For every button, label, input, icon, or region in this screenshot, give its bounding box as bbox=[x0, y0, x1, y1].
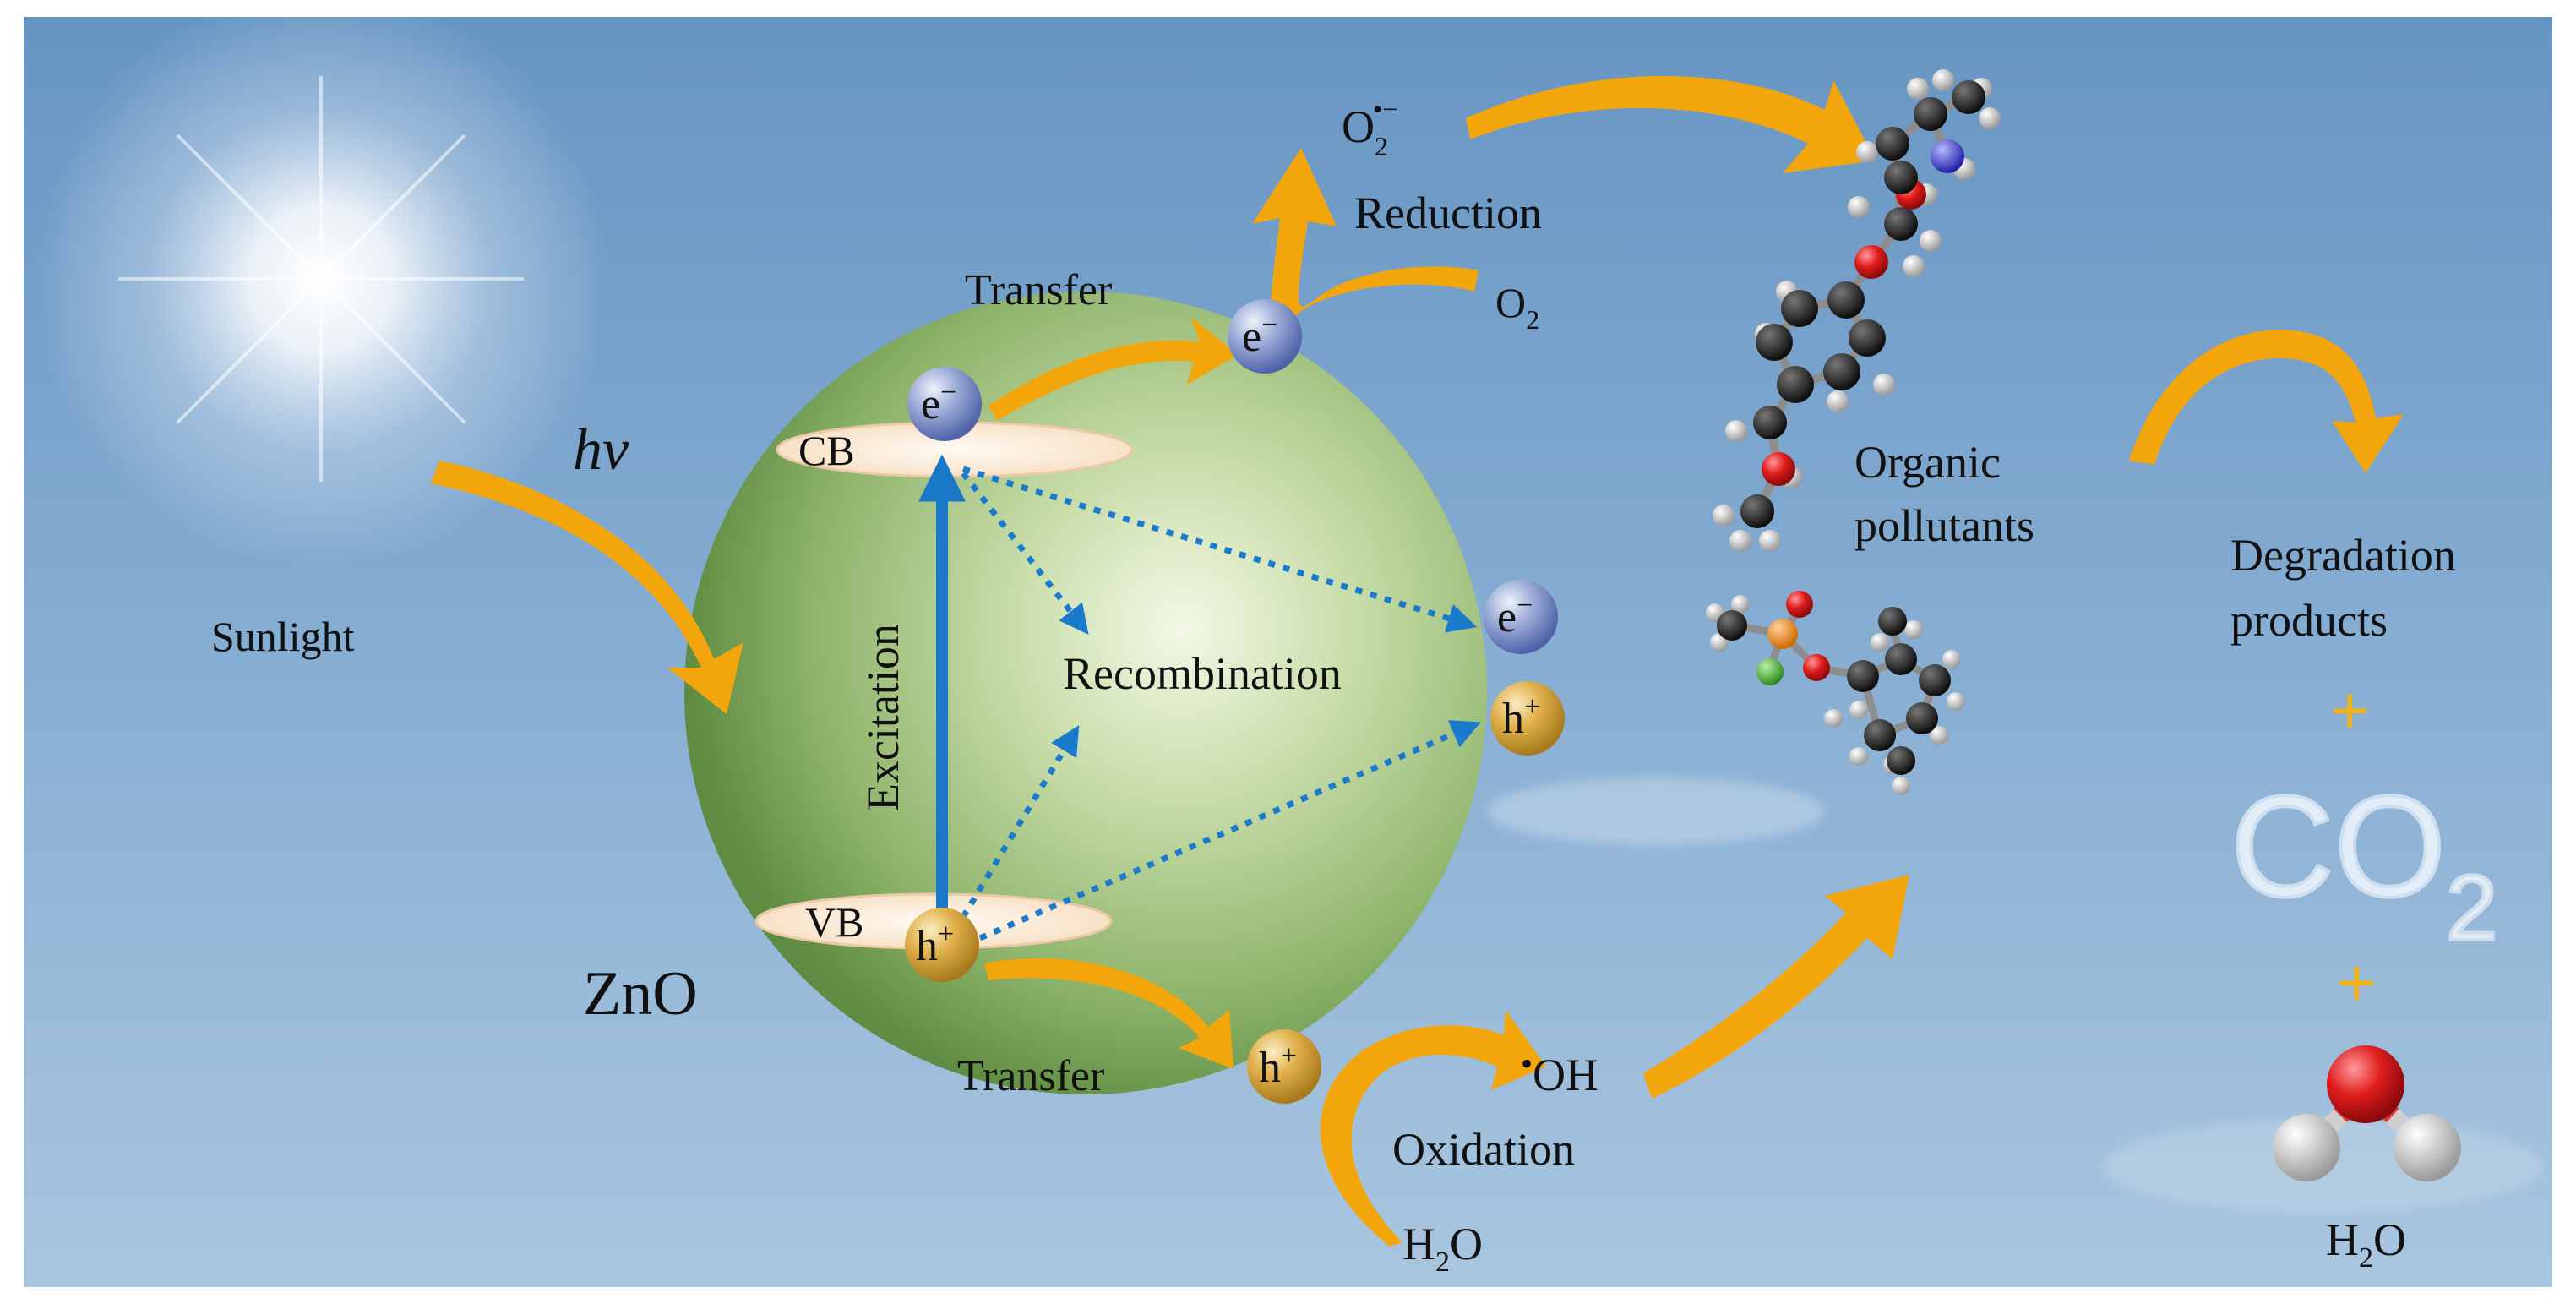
transfer-bottom-label: Transfer bbox=[957, 1052, 1104, 1100]
cloud-shape bbox=[1487, 777, 1825, 845]
electron-label: e− bbox=[1497, 590, 1533, 641]
oxidation-label: Oxidation bbox=[1392, 1124, 1575, 1175]
orange-arrows bbox=[431, 76, 2404, 1247]
water-molecule-icon bbox=[2273, 1045, 2461, 1181]
hole-ball bbox=[1490, 681, 1565, 756]
organic-pollutant-molecule-icon bbox=[1706, 591, 1965, 795]
hole-ball bbox=[905, 908, 979, 982]
organic-pollutants-label-line1: Organic bbox=[1854, 437, 2001, 488]
degradation-products-label-line2: products bbox=[2230, 595, 2388, 646]
electron-transfer-arrow bbox=[988, 317, 1238, 421]
sunlight-label: Sunlight bbox=[211, 613, 355, 660]
recombination-arrow bbox=[961, 471, 1089, 636]
recombination-arrow bbox=[978, 720, 1481, 941]
zno-label: ZnO bbox=[583, 959, 698, 1028]
organic-pollutant-molecule-icon bbox=[1713, 69, 2001, 552]
co2-cloud-label: CO 2 bbox=[2229, 765, 2499, 962]
transfer-top-label: Transfer bbox=[965, 266, 1112, 314]
superoxide-label: O2•− bbox=[1342, 94, 1397, 161]
hydroxyl-label: •OH bbox=[1521, 1045, 1598, 1100]
recombination-label: Recombination bbox=[1063, 648, 1342, 699]
organic-pollutants-label-line2: pollutants bbox=[1854, 500, 2034, 551]
electron-ball bbox=[907, 367, 982, 441]
hole-label: h+ bbox=[1502, 691, 1540, 743]
electron-ball bbox=[1484, 580, 1558, 654]
oxidation-arrow bbox=[1320, 1010, 1546, 1247]
sun-rays-icon bbox=[118, 76, 524, 482]
electron-ball bbox=[1228, 299, 1302, 374]
excitation-label: Excitation bbox=[858, 624, 908, 811]
hole-label: h+ bbox=[1259, 1040, 1297, 1092]
hv-arrow bbox=[431, 461, 743, 714]
hydroxyl-to-pollutants-arrow bbox=[1643, 875, 1909, 1099]
hole-ball bbox=[1247, 1029, 1321, 1104]
plus-sign: + bbox=[2330, 673, 2370, 748]
water-product-label: H2O bbox=[2326, 1214, 2406, 1274]
plus-sign: + bbox=[2337, 945, 2377, 1020]
co2-text: CO bbox=[2230, 767, 2446, 927]
cb-label: CB bbox=[798, 427, 855, 474]
water-reactant-label: H2O bbox=[1402, 1219, 1483, 1278]
recombination-arrow bbox=[961, 725, 1080, 919]
reduction-arrow bbox=[1252, 148, 1479, 328]
oxygen-label: O2 bbox=[1495, 279, 1539, 335]
superoxide-to-pollutants-arrow bbox=[1466, 76, 1876, 173]
degradation-arrow bbox=[2129, 330, 2404, 473]
electron-label: e− bbox=[1242, 309, 1277, 361]
recombination-arrows bbox=[961, 466, 1481, 941]
electron-label: e− bbox=[921, 377, 956, 428]
degradation-products-label-line1: Degradation bbox=[2230, 530, 2456, 581]
zno-sphere bbox=[684, 292, 1487, 1094]
recombination-arrow bbox=[961, 466, 1478, 633]
co2-subscript: 2 bbox=[2446, 856, 2497, 960]
hole-transfer-arrow bbox=[984, 958, 1234, 1069]
hv-label: hv bbox=[573, 417, 629, 483]
hole-label: h+ bbox=[916, 919, 954, 970]
reduction-label: Reduction bbox=[1354, 188, 1542, 238]
vb-label: VB bbox=[805, 898, 863, 946]
